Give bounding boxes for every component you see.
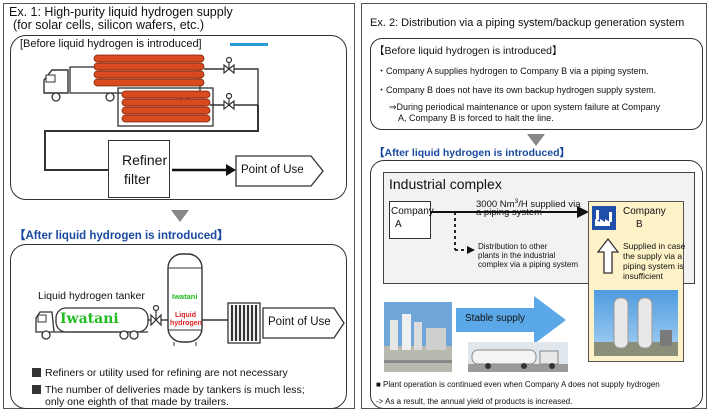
- right-before-item-3: ⇒During periodical maintenance or upon s…: [389, 102, 661, 112]
- tank-icon: [148, 253, 228, 346]
- bullet-square-icon: [32, 368, 41, 377]
- transition-arrow: [171, 210, 189, 222]
- refiner-filter-box: [108, 140, 170, 198]
- bullet-square-icon: [32, 385, 41, 394]
- left-after-label: 【After liquid hydrogen is introduced】: [14, 230, 229, 242]
- supply-text: 3000 Nm: [476, 199, 515, 211]
- supply-text-b: /H supplied via: [518, 199, 581, 211]
- blue-accent-line: [230, 43, 268, 46]
- factory-icon: [592, 206, 616, 230]
- transition-arrow: [527, 134, 545, 146]
- storage-tanks-photo: [594, 290, 678, 356]
- company-b-line2: B: [636, 219, 643, 230]
- company-a-box: [389, 201, 431, 239]
- tanker-label: Liquid hydrogen tanker: [38, 290, 145, 302]
- company-b-line1: Company: [623, 206, 666, 217]
- left-title-line1: Ex. 1: High-purity liquid hydrogen suppl…: [9, 5, 233, 19]
- stable-supply-label: Stable supply: [465, 313, 526, 324]
- bullet-text: Refiners or utility used for refining ar…: [45, 367, 288, 379]
- tanker-truck-photo: [468, 342, 568, 372]
- point-of-use-top: Point of Use: [241, 164, 304, 176]
- right-title: Ex. 2: Distribution via a piping system/…: [370, 17, 685, 29]
- dist-line-3: complex via a piping system: [478, 260, 579, 269]
- point-of-use-bottom-shape: [262, 307, 345, 339]
- tank-text-liquid: Liquid: [175, 312, 196, 319]
- left-title-line2: (for solar cells, silicon wafers, etc.): [13, 18, 205, 32]
- trailer-icon: [43, 54, 259, 176]
- right-footer-1: ■ Plant operation is continued even when…: [376, 380, 660, 389]
- refiner-label: Refiner: [122, 152, 168, 168]
- truck-icon: [35, 307, 149, 340]
- up-arrow-icon: [597, 238, 619, 274]
- left-bullet-1: Refiners or utility used for refining ar…: [32, 367, 288, 379]
- vaporizer-icon: [227, 302, 261, 344]
- backup-line-3: piping system is: [623, 261, 684, 271]
- backup-line-4: insufficient: [623, 271, 664, 281]
- stable-supply-arrow: [456, 296, 566, 344]
- supply-superscript: 3: [514, 198, 519, 205]
- right-before-box: [370, 38, 703, 130]
- supply-line-1: 3000 Nm3/H supplied via: [476, 198, 581, 210]
- valve-icon: [150, 304, 162, 327]
- plant-photo: [384, 302, 452, 372]
- dist-line-2: plants in the industrial: [478, 251, 556, 260]
- tank-text-hydrogen: hydrogen: [170, 320, 202, 327]
- valve-icon: [223, 56, 235, 111]
- right-after-label: 【After liquid hydrogen is introduced】: [374, 147, 571, 159]
- left-bullet-2: The number of deliveries made by tankers…: [32, 384, 305, 396]
- company-a-line2: A: [395, 219, 402, 230]
- left-before-label: [Before liquid hydrogen is introduced]: [18, 38, 204, 50]
- backup-line-1: Supplied in case: [623, 241, 686, 251]
- supply-line-2: a piping system: [476, 207, 543, 218]
- bullet-text: The number of deliveries made by tankers…: [45, 384, 305, 396]
- backup-line-2: the supply via a: [623, 251, 683, 261]
- right-before-item-1: ・Company A supplies hydrogen to Company …: [377, 66, 649, 76]
- complex-title: Industrial complex: [389, 176, 502, 192]
- tank-brand: Iwatani: [172, 292, 198, 301]
- right-before-item-2: ・Company B does not have its own backup …: [377, 85, 657, 95]
- filter-label-bound: filter: [124, 171, 151, 187]
- point-of-use-top-shape: [235, 155, 324, 187]
- right-footer-2: -> As a result, the annual yield of prod…: [376, 397, 573, 406]
- right-before-label: 【Before liquid hydrogen is introduced】: [374, 45, 563, 57]
- piping-arrows: [431, 206, 589, 254]
- dist-line-1: Distribution to other: [478, 242, 548, 251]
- truck-brand: Iwatani: [60, 311, 119, 327]
- left-bullet-3: only one eighth of that made by trailers…: [45, 396, 229, 408]
- point-of-use-bottom: Point of Use: [268, 316, 331, 328]
- right-before-item-4: A, Company B is forced to halt the line.: [398, 113, 554, 123]
- company-a-line1: Company: [391, 206, 434, 217]
